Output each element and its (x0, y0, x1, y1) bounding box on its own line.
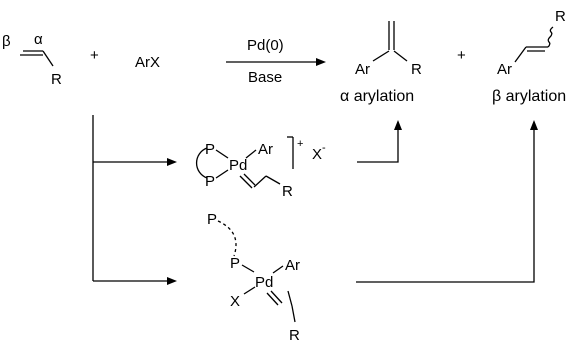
neutral-p-pd-bond (241, 264, 255, 273)
alkene-alpha-label: α (34, 31, 43, 48)
main-reaction-arrow: Pd(0) Base (226, 37, 326, 86)
alpha-product: Ar R α arylation (340, 21, 422, 105)
alkene-r-label: R (51, 71, 62, 88)
product-plus: + (457, 47, 466, 64)
neutral-x-pd-bond (243, 286, 256, 295)
neutral-to-beta-arrow (356, 120, 538, 283)
neutral-pi-bond-1 (266, 292, 279, 306)
neutral-pd-ar-bond (272, 265, 284, 274)
beta-product: R Ar β arylation (492, 8, 566, 105)
cationic-to-alpha-arrow (357, 120, 402, 163)
alpha-ar-bond (372, 50, 390, 62)
alpha-ar-label: Ar (355, 61, 370, 78)
cationic-pd: Pd (229, 157, 247, 174)
beta-wavy-bond (547, 26, 554, 48)
reactant-plus: + (90, 47, 99, 64)
neutral-to-beta-head (530, 120, 538, 130)
cationic-pd-complex: P P Pd Ar + X - R (195, 136, 326, 200)
beta-ar-label: Ar (497, 61, 512, 78)
aryl-halide: ArX (135, 54, 160, 71)
cationic-branch-arrow-head (167, 158, 177, 166)
dangling-ligand-dashed-arc (217, 220, 237, 257)
alkene-r-bond (42, 50, 54, 67)
pd-ar-bond (245, 149, 257, 159)
alpha-r-label: R (411, 61, 422, 78)
neutral-branch-arrow-head (167, 277, 177, 285)
neutral-pi-bond-2 (270, 290, 283, 304)
neutral-x: X (230, 293, 240, 310)
neutral-pd-complex: P P Pd Ar X R (207, 211, 300, 344)
beta-arylation-label: β arylation (492, 88, 566, 105)
cationic-ar: Ar (258, 141, 273, 158)
cationic-to-alpha-head (394, 120, 402, 130)
cationic-alkene-r-bond (265, 175, 281, 185)
neutral-to-beta-path (356, 128, 535, 283)
chelating-ligand-arc (195, 147, 208, 179)
alkene-beta-label: β (2, 33, 11, 50)
catalyst-label: Pd(0) (247, 37, 284, 54)
neutral-alkene-bond (287, 290, 293, 307)
beta-ar-bond (514, 46, 527, 63)
cationic-ligand-p-bottom: P (205, 173, 215, 190)
cationic-ligand-p-top: P (205, 141, 215, 158)
alpha-r-bond (393, 50, 408, 62)
alkene-reactant: β α R (2, 31, 62, 88)
cationic-alkene-bond (253, 175, 267, 188)
beta-r-label: R (555, 8, 566, 25)
cationic-to-alpha-path (357, 128, 399, 163)
counterion-x: X (312, 146, 322, 163)
base-label: Base (248, 69, 282, 86)
cationic-pi-bond-1 (239, 175, 253, 189)
cationic-pi-bond-2 (243, 173, 256, 186)
neutral-pd: Pd (255, 274, 273, 291)
main-arrow-head (316, 58, 326, 66)
p-bottom-pd-bond (215, 169, 229, 179)
counterion-charge: - (322, 142, 326, 154)
neutral-alkene-r-bond (291, 305, 296, 323)
cationic-r: R (282, 183, 293, 200)
cationic-charge: + (297, 138, 303, 150)
alpha-arylation-label: α arylation (340, 88, 414, 105)
p-top-pd-bond (215, 149, 229, 159)
neutral-ar: Ar (285, 257, 300, 274)
neutral-r: R (289, 327, 300, 344)
neutral-dangling-p: P (207, 211, 217, 228)
neutral-bound-p: P (230, 255, 240, 272)
pathway-connectors (92, 115, 177, 285)
